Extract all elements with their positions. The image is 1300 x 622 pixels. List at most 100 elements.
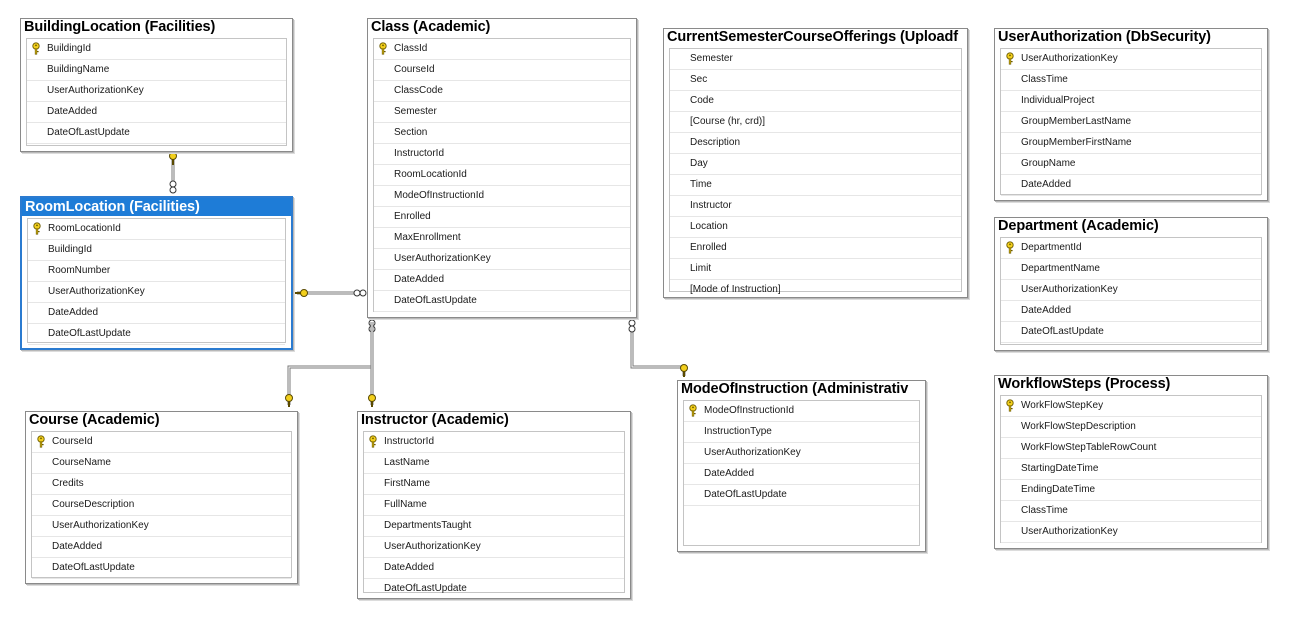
column-row[interactable]: Enrolled [374, 207, 630, 228]
column-row[interactable]: DateOfLastUpdate [1001, 322, 1261, 343]
column-row[interactable]: DateAdded [32, 537, 291, 558]
column-row[interactable]: ClassId [374, 39, 630, 60]
column-row[interactable]: UserAuthorizationKey [1001, 522, 1261, 543]
column-row[interactable]: DateOfLastUpdate [374, 291, 630, 312]
column-row[interactable]: [Mode of Instruction] [670, 280, 961, 297]
column-row[interactable]: DateAdded [374, 270, 630, 291]
column-name: UserAuthorizationKey [384, 541, 481, 552]
table-title[interactable]: ModeOfInstruction (Administrativ [681, 381, 909, 397]
column-row[interactable]: GroupMemberFirstName [1001, 133, 1261, 154]
column-row[interactable]: LastName [364, 453, 624, 474]
column-row[interactable]: Code [670, 91, 961, 112]
column-row[interactable]: CourseId [374, 60, 630, 81]
column-row[interactable]: ClassTime [1001, 70, 1261, 91]
column-row[interactable]: InstructionType [684, 422, 919, 443]
column-row[interactable]: InstructorId [364, 432, 624, 453]
column-row[interactable]: DateOfLastUpdate [28, 324, 285, 345]
column-row[interactable]: Enrolled [670, 238, 961, 259]
column-row[interactable]: GroupMemberLastName [1001, 112, 1261, 133]
column-row[interactable]: UserAuthorizationKey [28, 282, 285, 303]
column-row[interactable]: Section [374, 123, 630, 144]
column-row[interactable]: EndingDateTime [1001, 480, 1261, 501]
column-row[interactable]: MaxEnrollment [374, 228, 630, 249]
column-row[interactable]: ClassTime [1001, 501, 1261, 522]
table-title[interactable]: CurrentSemesterCourseOfferings (Uploadf [667, 29, 958, 45]
table-title[interactable]: Department (Academic) [998, 218, 1159, 234]
column-row[interactable]: DepartmentId [1001, 238, 1261, 259]
column-name: DepartmentId [1021, 242, 1082, 253]
table-title[interactable]: Course (Academic) [29, 412, 160, 428]
column-row[interactable]: UserAuthorizationKey [684, 443, 919, 464]
table-title[interactable]: RoomLocation (Facilities) [22, 198, 291, 216]
column-row[interactable]: RoomLocationId [374, 165, 630, 186]
column-row[interactable]: InstructorId [374, 144, 630, 165]
column-row[interactable]: CourseDescription [32, 495, 291, 516]
column-row[interactable]: FirstName [364, 474, 624, 495]
column-row[interactable]: UserAuthorizationKey [32, 516, 291, 537]
column-row[interactable]: WorkFlowStepTableRowCount [1001, 438, 1261, 459]
table-user-authorization[interactable]: UserAuthorization (DbSecurity) UserAuthor… [994, 28, 1268, 201]
column-row[interactable]: UserAuthorizationKey [374, 249, 630, 270]
column-row[interactable]: CourseName [32, 453, 291, 474]
column-row[interactable]: GroupName [1001, 154, 1261, 175]
column-row[interactable]: Location [670, 217, 961, 238]
column-row[interactable]: UserAuthorizationKey [364, 537, 624, 558]
table-title[interactable]: BuildingLocation (Facilities) [24, 19, 216, 35]
column-row[interactable]: UserAuthorizationKey [1001, 49, 1261, 70]
column-row[interactable]: UserAuthorizationKey [27, 81, 286, 102]
column-row[interactable]: Day [670, 154, 961, 175]
column-row[interactable]: DateAdded [1001, 175, 1261, 196]
column-row[interactable]: DateAdded [27, 102, 286, 123]
column-row[interactable]: DepartmentsTaught [364, 516, 624, 537]
column-row[interactable]: ModeOfInstructionId [684, 401, 919, 422]
column-row[interactable]: RoomLocationId [28, 219, 285, 240]
column-row[interactable]: RoomNumber [28, 261, 285, 282]
column-row[interactable]: DateAdded [684, 464, 919, 485]
table-title[interactable]: Class (Academic) [371, 19, 491, 35]
column-row[interactable]: DateOfLastUpdate [364, 579, 624, 598]
column-row[interactable]: BuildingId [28, 240, 285, 261]
column-row[interactable]: Instructor [670, 196, 961, 217]
column-row[interactable]: DateAdded [1001, 301, 1261, 322]
column-row[interactable]: Semester [374, 102, 630, 123]
column-row[interactable]: Semester [670, 49, 961, 70]
column-row[interactable]: UserAuthorizationKey [1001, 280, 1261, 301]
column-row[interactable]: DateOfLastUpdate [32, 558, 291, 579]
table-title[interactable]: Instructor (Academic) [361, 412, 509, 428]
table-title[interactable]: UserAuthorization (DbSecurity) [998, 29, 1211, 45]
column-row[interactable]: BuildingId [27, 39, 286, 60]
column-row[interactable]: ClassCode [374, 81, 630, 102]
key-icon [368, 394, 376, 407]
column-row[interactable]: Limit [670, 259, 961, 280]
column-row[interactable]: DateOfLastUpdate [27, 123, 286, 144]
column-row[interactable]: [Course (hr, crd)] [670, 112, 961, 133]
column-row[interactable]: Sec [670, 70, 961, 91]
column-row[interactable]: DateAdded [28, 303, 285, 324]
column-row[interactable]: WorkFlowStepKey [1001, 396, 1261, 417]
column-row[interactable]: FullName [364, 495, 624, 516]
column-row[interactable]: BuildingName [27, 60, 286, 81]
column-row[interactable]: ModeOfInstructionId [374, 186, 630, 207]
column-row[interactable]: CourseId [32, 432, 291, 453]
column-row[interactable]: Time [670, 175, 961, 196]
column-row[interactable]: IndividualProject [1001, 91, 1261, 112]
table-title[interactable]: WorkflowSteps (Process) [998, 376, 1171, 392]
column-row[interactable]: WorkFlowStepDescription [1001, 417, 1261, 438]
column-row[interactable]: StartingDateTime [1001, 459, 1261, 480]
column-row[interactable]: Credits [32, 474, 291, 495]
column-row[interactable]: Description [670, 133, 961, 154]
column-row[interactable]: DepartmentName [1001, 259, 1261, 280]
column-row[interactable]: DateAdded [364, 558, 624, 579]
column-row[interactable]: DateOfLastUpdate [684, 485, 919, 506]
